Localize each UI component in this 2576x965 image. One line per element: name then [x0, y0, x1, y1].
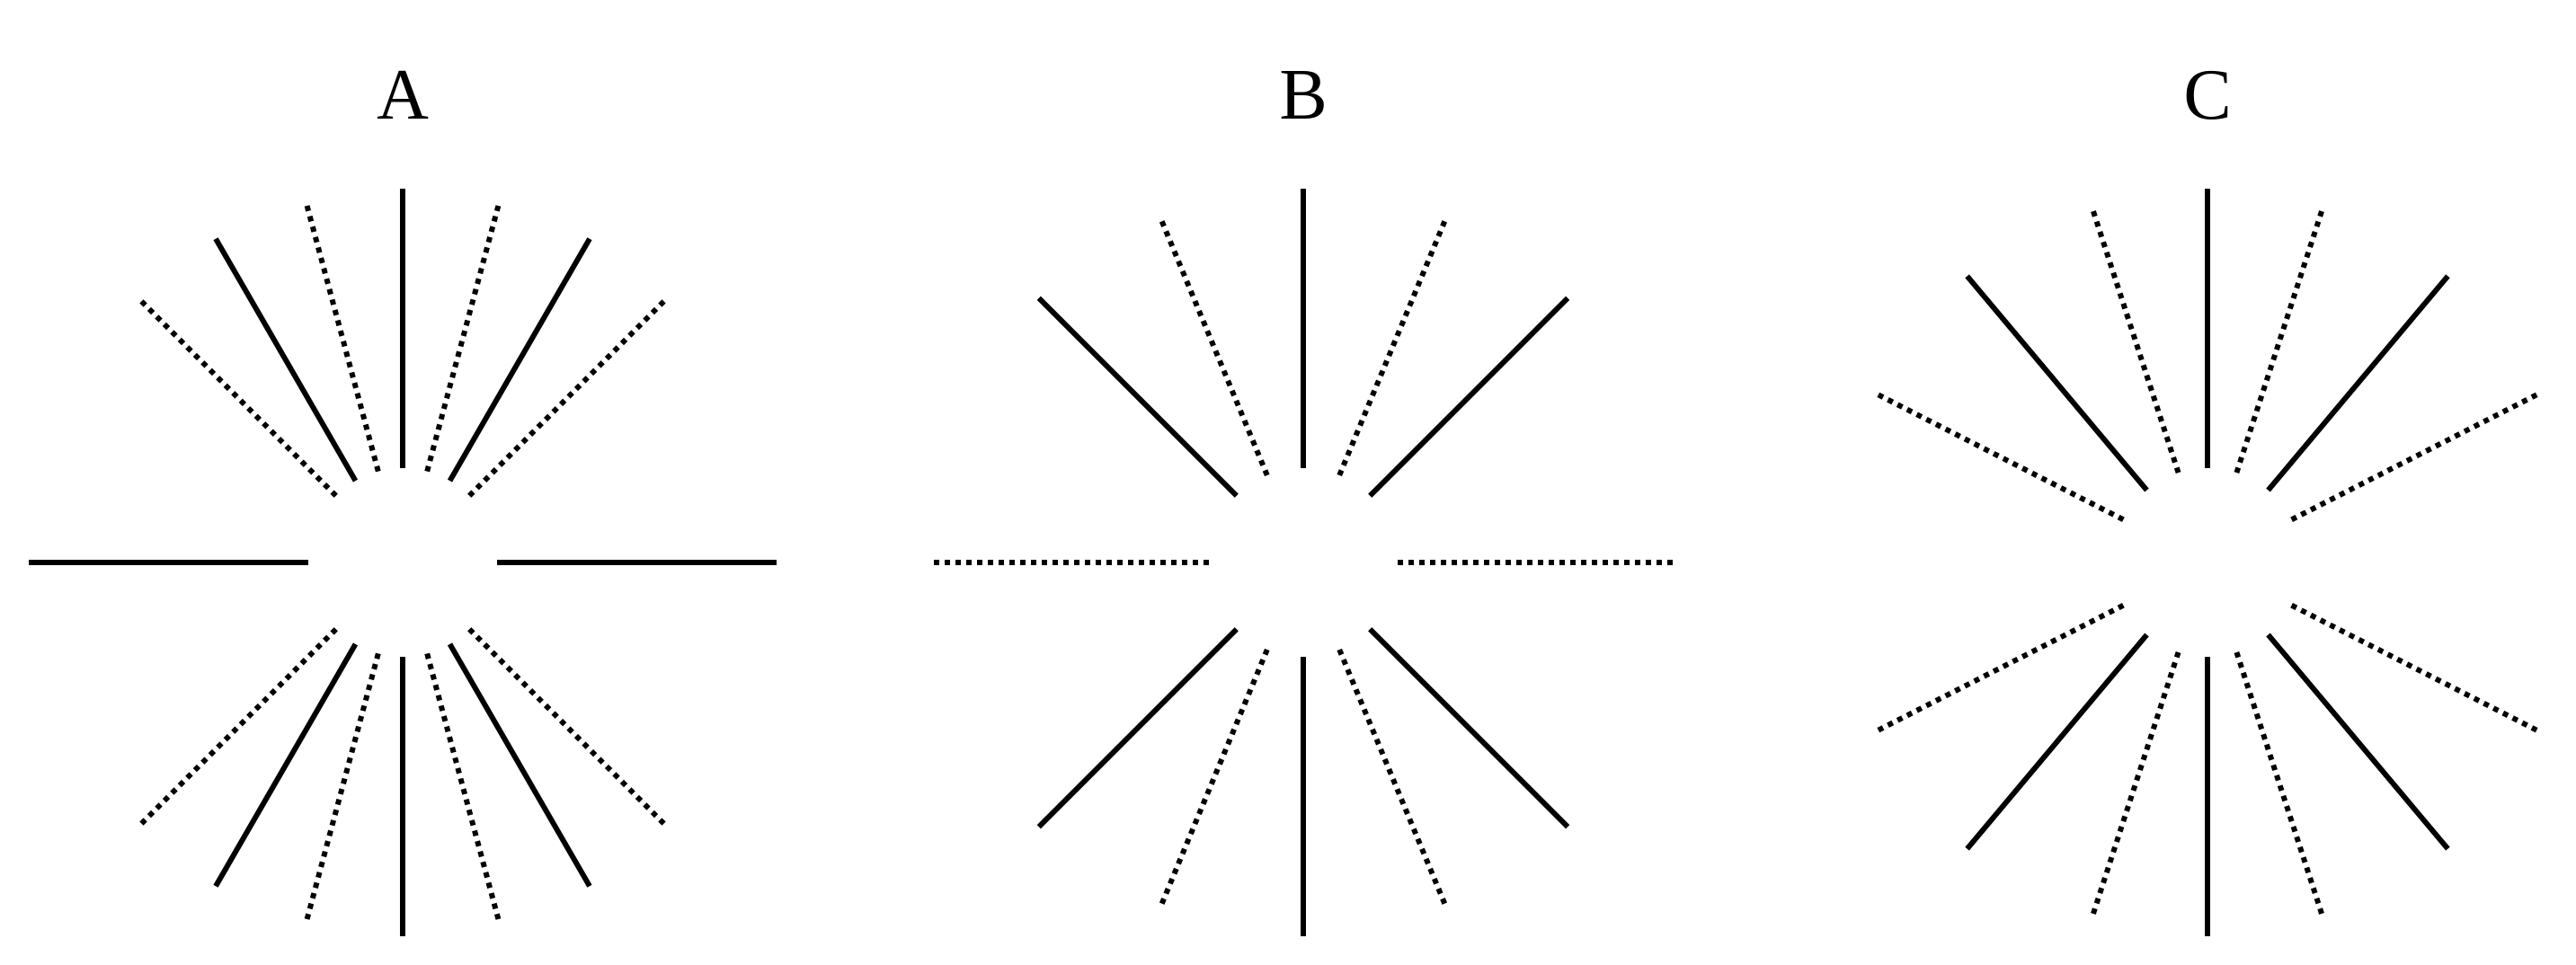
panel-a-ray-solid-300 [447, 642, 592, 888]
panel-c-ray-dotted-27 [2290, 390, 2543, 522]
panel-b-ray-solid-315 [1368, 627, 1570, 829]
panel-b-ray-solid-45 [1368, 296, 1570, 498]
panel-a-ray-dotted-225 [136, 627, 338, 829]
panel-c-ray-dotted-252 [2089, 651, 2181, 919]
panel-c: C [1872, 56, 2543, 936]
panel-c-ray-solid-230 [1965, 633, 2149, 851]
panel-b-ray-dotted-247.5 [1158, 648, 1270, 909]
panel-b-ray-dotted-112.5 [1158, 216, 1270, 477]
panel-a-ray-dotted-45 [467, 296, 670, 498]
panel-c-ray-dotted-72 [2234, 206, 2326, 474]
panel-c-ray-dotted-108 [2089, 206, 2181, 474]
panel-a-ray-dotted-255 [303, 652, 381, 925]
panel-b-ray-solid-135 [1036, 296, 1239, 498]
panel-a-ray-dotted-135 [136, 296, 338, 498]
panel-a-ray-solid-120 [213, 237, 359, 482]
panel-c-ray-solid-50 [2266, 274, 2450, 492]
panel-c-label: C [2183, 56, 2231, 135]
panel-c-ray-dotted-153 [1872, 390, 2125, 522]
panel-b-ray-dotted-67.5 [1337, 216, 1449, 477]
panel-c-ray-solid-310 [2266, 633, 2450, 851]
panel-a-ray-solid-60 [447, 237, 592, 482]
panel-a-ray-dotted-105 [303, 200, 381, 473]
panel-c-ray-dotted-207 [1872, 603, 2125, 735]
panel-b-rays [929, 189, 1677, 936]
panel-a: A [29, 56, 777, 936]
panel-b: B [929, 56, 1677, 936]
panel-b-label: B [1279, 56, 1327, 135]
panel-c-ray-dotted-288 [2234, 651, 2326, 919]
panel-c-ray-dotted-333 [2290, 603, 2543, 735]
panel-a-ray-dotted-75 [424, 200, 502, 473]
panel-c-ray-solid-130 [1965, 274, 2149, 492]
panel-a-rays [29, 189, 777, 936]
panel-a-ray-solid-240 [213, 642, 359, 888]
panel-c-rays [1872, 189, 2543, 936]
panel-a-label: A [377, 56, 429, 135]
panel-b-ray-dotted-292.5 [1337, 648, 1449, 909]
panel-a-ray-dotted-285 [424, 652, 502, 925]
panel-a-ray-dotted-315 [467, 627, 670, 829]
panel-b-ray-solid-225 [1036, 627, 1239, 829]
